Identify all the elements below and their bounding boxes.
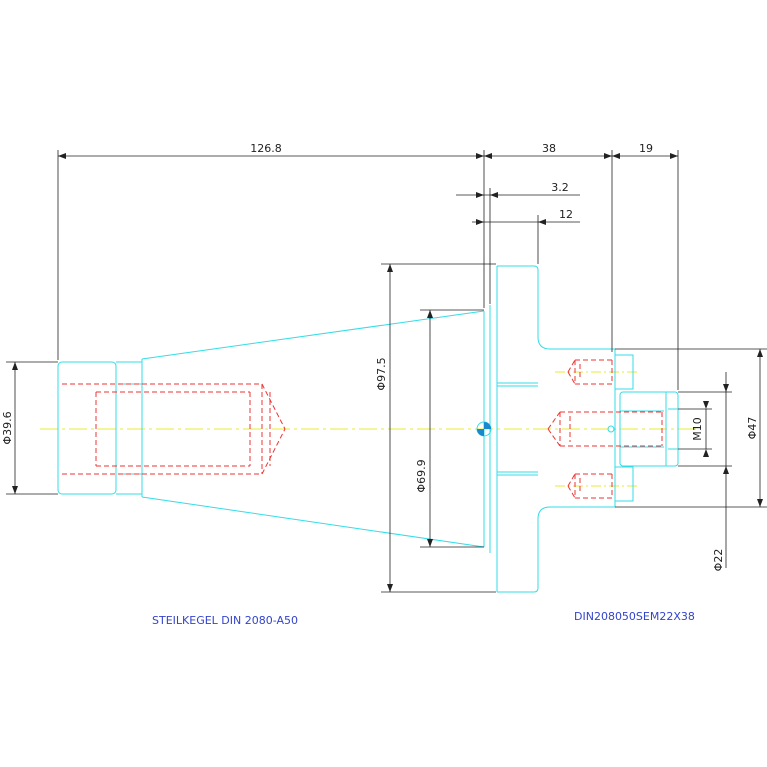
dim-m10: M10 [691, 417, 704, 441]
label-part-number: DIN208050SEM22X38 [574, 610, 695, 623]
dimension-arrowheads [12, 153, 763, 592]
dim-38: 38 [542, 142, 556, 155]
dim-phi-69-9: Φ69.9 [415, 459, 428, 492]
dimension-lines [6, 150, 767, 593]
dim-12: 12 [559, 208, 573, 221]
dim-3-2: 3.2 [551, 181, 569, 194]
reference-marker [477, 422, 491, 436]
hidden-lines [62, 359, 663, 499]
label-steilkegel: STEILKEGEL DIN 2080-A50 [152, 614, 298, 627]
dim-phi-47: Φ47 [746, 417, 759, 440]
dim-phi-22: Φ22 [712, 549, 725, 572]
dim-126-8: 126.8 [250, 142, 282, 155]
part-outline [57, 265, 679, 593]
dimension-texts: 126.8 38 19 3.2 12 Φ97.5 Φ69.9 Φ39.6 Φ47… [1, 142, 759, 571]
dim-phi-39-6: Φ39.6 [1, 411, 14, 444]
dim-phi-97-5: Φ97.5 [375, 357, 388, 390]
centerline [40, 371, 700, 487]
dim-19: 19 [639, 142, 653, 155]
